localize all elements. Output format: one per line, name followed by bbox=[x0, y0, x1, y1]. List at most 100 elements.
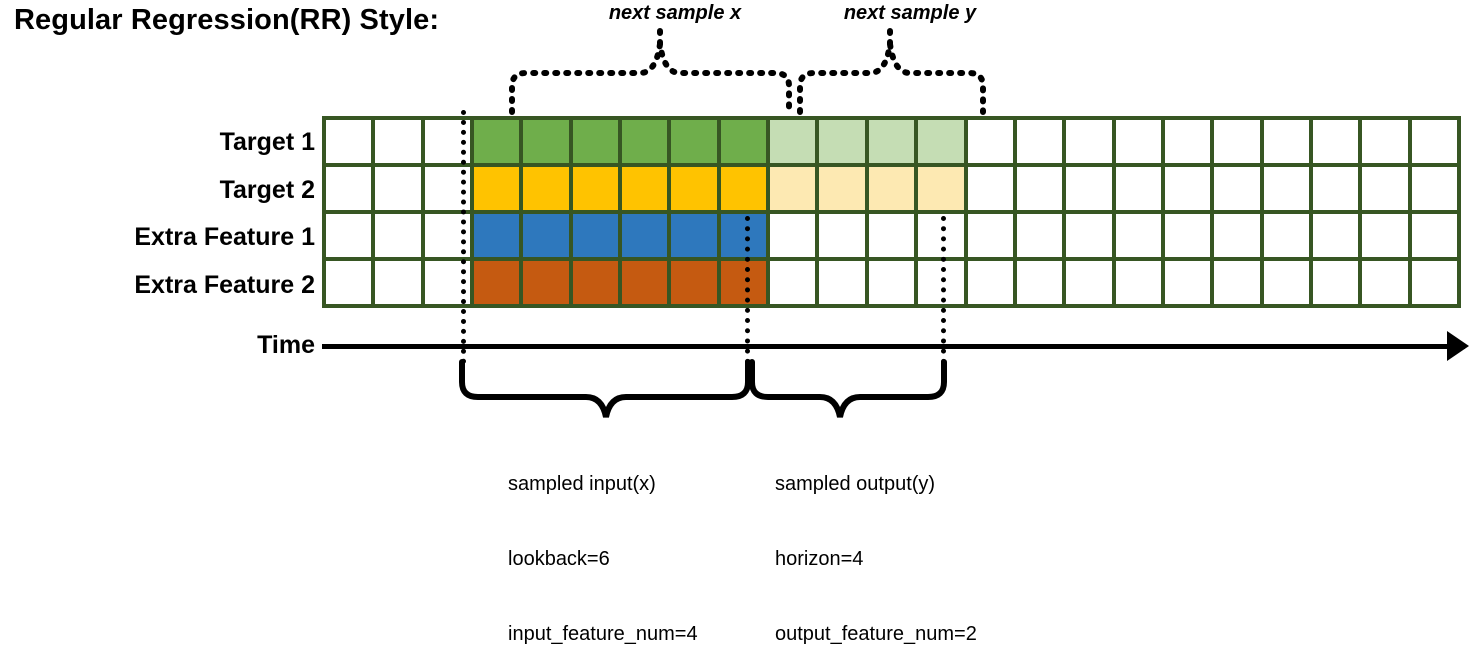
grid-cell-extra-feature-1-t22 bbox=[1411, 214, 1457, 257]
grid-cell-extra-feature-2-t3 bbox=[474, 261, 520, 304]
grid-cell-extra-feature-1-t14 bbox=[1016, 214, 1063, 257]
row-label-target-1: Target 1 bbox=[219, 128, 315, 156]
grid-cell-extra-feature-2-t0 bbox=[326, 261, 372, 304]
grid-cell-target-2-t1 bbox=[375, 167, 421, 210]
grid-cell-extra-feature-1-t3 bbox=[474, 214, 520, 257]
grid-cell-extra-feature-1-t21 bbox=[1362, 214, 1408, 257]
grid-cell-target-2-t20 bbox=[1312, 167, 1359, 210]
time-axis-line bbox=[322, 344, 1465, 349]
grid-cell-target-1-t17 bbox=[1164, 120, 1211, 163]
dotted-connector-input-start bbox=[461, 110, 466, 364]
grid-cell-target-1-t0 bbox=[326, 120, 372, 163]
brace-sampled-output bbox=[749, 359, 947, 418]
sampled-output-horizon: horizon=4 bbox=[775, 548, 864, 570]
grid-cell-extra-feature-2-t16 bbox=[1115, 261, 1161, 304]
sampled-output-title: sampled output(y) bbox=[775, 473, 936, 495]
grid-cell-target-1-t8 bbox=[720, 120, 767, 163]
grid-cell-extra-feature-1-t0 bbox=[326, 214, 372, 257]
grid-cell-extra-feature-1-t7 bbox=[671, 214, 717, 257]
grid-cell-extra-feature-1-t12 bbox=[918, 214, 964, 257]
timeline-grid bbox=[322, 116, 1461, 308]
grid-cell-extra-feature-1-t6 bbox=[622, 214, 668, 257]
sampled-input-feature-num: input_feature_num=4 bbox=[508, 623, 698, 645]
grid-cell-target-1-t16 bbox=[1115, 120, 1161, 163]
grid-cell-target-2-t21 bbox=[1362, 167, 1408, 210]
page-title: Regular Regression(RR) Style: bbox=[14, 4, 440, 36]
grid-cell-target-1-t1 bbox=[375, 120, 421, 163]
grid-cell-target-2-t13 bbox=[967, 167, 1013, 210]
grid-cell-target-2-t5 bbox=[572, 167, 619, 210]
grid-cell-target-2-t18 bbox=[1214, 167, 1260, 210]
grid-cell-target-2-t14 bbox=[1016, 167, 1063, 210]
grid-cell-target-1-t22 bbox=[1411, 120, 1457, 163]
grid-cell-target-2-t15 bbox=[1066, 167, 1112, 210]
grid-cell-extra-feature-2-t6 bbox=[622, 261, 668, 304]
grid-cell-target-1-t7 bbox=[671, 120, 717, 163]
grid-cell-extra-feature-1-t19 bbox=[1263, 214, 1309, 257]
grid-cell-target-2-t7 bbox=[671, 167, 717, 210]
grid-cell-target-2-t0 bbox=[326, 167, 372, 210]
sampled-input-caption: sampled input(x) lookback=6 input_featur… bbox=[508, 422, 698, 672]
grid-cell-target-1-t4 bbox=[523, 120, 569, 163]
time-axis-label: Time bbox=[257, 331, 315, 359]
grid-cell-extra-feature-1-t15 bbox=[1066, 214, 1112, 257]
grid-cell-extra-feature-1-t8 bbox=[720, 214, 767, 257]
grid-cell-extra-feature-2-t17 bbox=[1164, 261, 1211, 304]
grid-cell-extra-feature-2-t20 bbox=[1312, 261, 1359, 304]
grid-cell-target-1-t6 bbox=[622, 120, 668, 163]
grid-cell-target-2-t19 bbox=[1263, 167, 1309, 210]
grid-cell-target-2-t4 bbox=[523, 167, 569, 210]
grid-cell-target-2-t6 bbox=[622, 167, 668, 210]
grid-cell-extra-feature-1-t5 bbox=[572, 214, 619, 257]
grid-cell-target-2-t12 bbox=[918, 167, 964, 210]
grid-cell-target-1-t19 bbox=[1263, 120, 1309, 163]
grid-cell-target-1-t10 bbox=[819, 120, 865, 163]
grid-cell-target-1-t18 bbox=[1214, 120, 1260, 163]
grid-cell-target-1-t12 bbox=[918, 120, 964, 163]
brace-next-sample-x bbox=[509, 43, 792, 115]
grid-cell-target-1-t9 bbox=[770, 120, 816, 163]
grid-cell-extra-feature-2-t19 bbox=[1263, 261, 1309, 304]
brace-next-sample-y bbox=[797, 43, 986, 115]
grid-cell-extra-feature-1-t20 bbox=[1312, 214, 1359, 257]
grid-cell-extra-feature-2-t5 bbox=[572, 261, 619, 304]
grid-cell-extra-feature-2-t22 bbox=[1411, 261, 1457, 304]
grid-cell-extra-feature-1-t13 bbox=[967, 214, 1013, 257]
grid-cell-target-2-t16 bbox=[1115, 167, 1161, 210]
grid-cell-target-2-t3 bbox=[474, 167, 520, 210]
grid-cell-target-1-t20 bbox=[1312, 120, 1359, 163]
grid-cell-extra-feature-2-t7 bbox=[671, 261, 717, 304]
grid-cell-extra-feature-1-t17 bbox=[1164, 214, 1211, 257]
next-sample-x-label: next sample x bbox=[608, 2, 742, 24]
grid-cell-target-2-t8 bbox=[720, 167, 767, 210]
grid-cell-target-1-t14 bbox=[1016, 120, 1063, 163]
sampled-output-caption: sampled output(y) horizon=4 output_featu… bbox=[775, 422, 977, 672]
grid-cell-extra-feature-2-t1 bbox=[375, 261, 421, 304]
sampled-input-lookback: lookback=6 bbox=[508, 548, 610, 570]
grid-cell-extra-feature-1-t11 bbox=[868, 214, 915, 257]
dotted-connector-input-end bbox=[745, 216, 750, 364]
row-label-extra-feature-2: Extra Feature 2 bbox=[134, 270, 315, 299]
grid-cell-target-2-t17 bbox=[1164, 167, 1211, 210]
grid-cell-extra-feature-2-t21 bbox=[1362, 261, 1408, 304]
grid-cell-extra-feature-2-t12 bbox=[918, 261, 964, 304]
grid-cell-extra-feature-1-t16 bbox=[1115, 214, 1161, 257]
grid-cell-extra-feature-2-t10 bbox=[819, 261, 865, 304]
grid-cell-target-2-t10 bbox=[819, 167, 865, 210]
dotted-connector-output-end bbox=[941, 216, 946, 364]
grid-cell-extra-feature-1-t9 bbox=[770, 214, 816, 257]
grid-cell-extra-feature-2-t18 bbox=[1214, 261, 1260, 304]
grid-cell-target-1-t11 bbox=[868, 120, 915, 163]
brace-sampled-input bbox=[459, 359, 751, 418]
grid-cell-extra-feature-2-t9 bbox=[770, 261, 816, 304]
next-sample-y-label: next sample y bbox=[843, 2, 977, 24]
row-label-target-2: Target 2 bbox=[219, 175, 315, 204]
grid-cell-target-1-t3 bbox=[474, 120, 520, 163]
grid-cell-target-1-t5 bbox=[572, 120, 619, 163]
row-label-extra-feature-1: Extra Feature 1 bbox=[134, 223, 315, 251]
grid-cell-target-1-t13 bbox=[967, 120, 1013, 163]
grid-cell-extra-feature-1-t18 bbox=[1214, 214, 1260, 257]
grid-cell-extra-feature-2-t4 bbox=[523, 261, 569, 304]
grid-cell-target-2-t9 bbox=[770, 167, 816, 210]
grid-cell-target-1-t15 bbox=[1066, 120, 1112, 163]
